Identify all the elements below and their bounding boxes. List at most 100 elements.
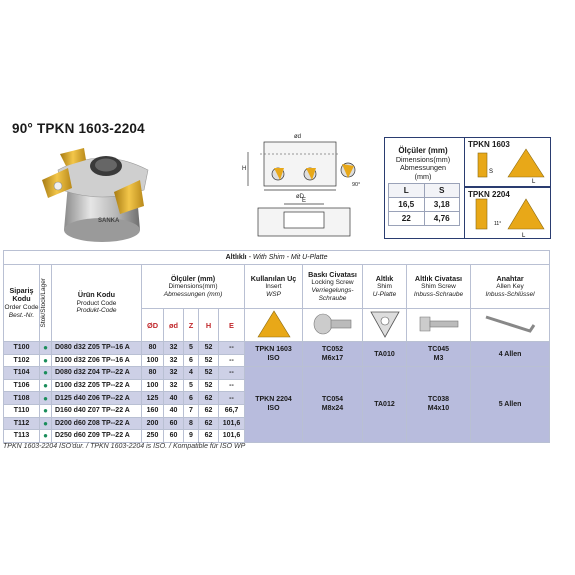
dims-de: Abmessungen (mm) <box>163 290 223 298</box>
stock-dot: ● <box>39 403 52 418</box>
table-row: T100 ● D080 d32 Z05 TP--16 A 80 32 5 52 … <box>3 340 551 368</box>
dim-d: 32 <box>163 366 184 380</box>
dim-z: 6 <box>183 391 199 405</box>
order-code: T108 <box>3 391 40 405</box>
shimscrew-de: Inbuss-Schraube <box>413 290 464 298</box>
product-de: Produkt-Code <box>76 307 117 315</box>
dim-e: -- <box>218 391 245 405</box>
dim-h: 52 <box>198 353 219 368</box>
stock-dot: ● <box>39 341 52 355</box>
dim-d: 40 <box>163 403 184 418</box>
shim-en: Shim <box>377 283 392 291</box>
order-de: Best.-Nr. <box>8 311 35 319</box>
dim-e: 101,6 <box>218 416 245 431</box>
order-code: T102 <box>3 353 40 368</box>
insert-dimension-panel: Ölçüler (mm) Dimensions(mm) Abmessungen … <box>384 137 551 239</box>
insert-header: Kullanılan Uç Insert WSP <box>244 264 303 309</box>
insert2-label: TPKN 2204 <box>468 190 510 199</box>
product-code: D250 d60 Z09 TP--22 A <box>51 429 142 443</box>
product-table: Altlıklı - With Shim - Mit U-Platte Sipa… <box>2 250 551 443</box>
insert-dims-header: Ölçüler (mm) Dimensions(mm) Abmessungen … <box>390 146 456 181</box>
dim-h: 52 <box>198 366 219 380</box>
dim-D: 250 <box>141 429 164 443</box>
allen-key-icon <box>485 315 536 333</box>
insert1-s-label: S <box>489 169 493 175</box>
table-row: T104 ● D080 d32 Z04 TP--22 A 80 32 4 52 … <box>3 366 551 443</box>
group2-shimscrew-size: M4x10 <box>427 405 450 413</box>
dims-tr: Ölçüler (mm) <box>170 273 216 283</box>
dim-D: 160 <box>141 403 164 418</box>
header-unit: (mm) <box>414 171 432 181</box>
stock-dot: ● <box>39 391 52 405</box>
group2-shimscrew-code: TC038 <box>427 396 449 404</box>
dim-d: 32 <box>163 341 184 355</box>
order-code: T104 <box>3 366 40 380</box>
product-code: D080 d32 Z04 TP--22 A <box>51 366 142 380</box>
stock-dot: ● <box>39 366 52 380</box>
insert1-l-label: L <box>532 179 536 185</box>
dim-od-label: ød <box>294 134 301 140</box>
dim-z: 5 <box>183 378 199 393</box>
product-code: D100 d32 Z05 TP--22 A <box>51 378 142 393</box>
dim-d: 32 <box>163 353 184 368</box>
insert-en: Insert <box>265 283 282 291</box>
order-en: Order Code <box>4 304 39 311</box>
product-en: Product Code <box>76 299 117 307</box>
order-code: T100 <box>3 341 40 355</box>
dim-e: -- <box>218 353 245 368</box>
dim-d: 60 <box>163 429 184 443</box>
group1-lock-code: TC052 <box>321 346 343 354</box>
group1-shimscrew-code: TC045 <box>427 346 449 354</box>
product-code: D200 d60 Z08 TP--22 A <box>51 416 142 431</box>
footer-note: TPKN 1603-2204 ISO'dur. / TPKN 1603-2204… <box>3 443 246 450</box>
shim-icon <box>369 311 400 338</box>
order-code: T106 <box>3 378 40 393</box>
shim-de: U-Platte <box>372 290 397 298</box>
dim-cell: 3,18 <box>423 197 460 212</box>
dim-h: 52 <box>198 378 219 393</box>
dim-e: 66,7 <box>218 403 245 418</box>
locking-screw-icon <box>313 313 351 335</box>
dim-D: 200 <box>141 416 164 431</box>
group2-key: 5 Allen <box>469 366 551 443</box>
subhead-h: H <box>198 308 219 342</box>
group1-insert-code: TPKN 1603 <box>255 346 292 354</box>
insert-image-cell <box>244 308 303 342</box>
order-code: T110 <box>3 403 40 418</box>
angle-label: 90° <box>352 182 360 188</box>
dim-h: 52 <box>198 341 219 355</box>
lock-en: Locking Screw <box>311 279 354 287</box>
accessory-band-title: Altlıklı <box>225 254 247 261</box>
group2-insert-iso: ISO <box>267 405 280 413</box>
table-row: T108 ● D125 d40 Z06 TP--22 A 125 40 6 62… <box>3 391 550 405</box>
photo-engraving: SANKA <box>98 218 120 224</box>
dim-e: -- <box>218 366 245 380</box>
stock-dot: ● <box>39 353 52 368</box>
dim-D: 80 <box>141 341 164 355</box>
screw-image-cell <box>302 308 363 342</box>
shim-screw-image-cell <box>406 308 471 342</box>
header-en: Dimensions(mm) <box>395 154 451 164</box>
insert2-angle-label: 11° <box>494 221 501 227</box>
product-code: D125 d40 Z06 TP--22 A <box>51 391 142 405</box>
stock-header: Stok/Stock/Lager <box>39 264 52 342</box>
shimscrew-tr: Altlık Civatası <box>414 273 463 283</box>
group2-insert-code: TPKN 2204 <box>255 396 292 404</box>
shim-image-cell <box>362 308 407 342</box>
dim-oD-label: øD <box>296 194 305 200</box>
stock-label: Stok/Stock/Lager <box>40 278 47 328</box>
subhead-z: Z <box>183 308 199 342</box>
technical-drawing: ød H øD E 90° <box>242 134 360 237</box>
dimensions-header: Ölçüler (mm) Dimensions(mm) Abmessungen … <box>141 264 245 309</box>
insert1-box <box>464 137 551 187</box>
table-row: T113 ● D250 d60 Z09 TP--22 A 250 60 9 62… <box>3 429 550 443</box>
stock-dot: ● <box>39 378 52 393</box>
dim-z: 5 <box>183 341 199 355</box>
group1-shimscrew-size: M3 <box>433 355 444 363</box>
stock-dot: ● <box>39 416 52 431</box>
key-de: Inbuss-Schlüssel <box>485 290 535 298</box>
